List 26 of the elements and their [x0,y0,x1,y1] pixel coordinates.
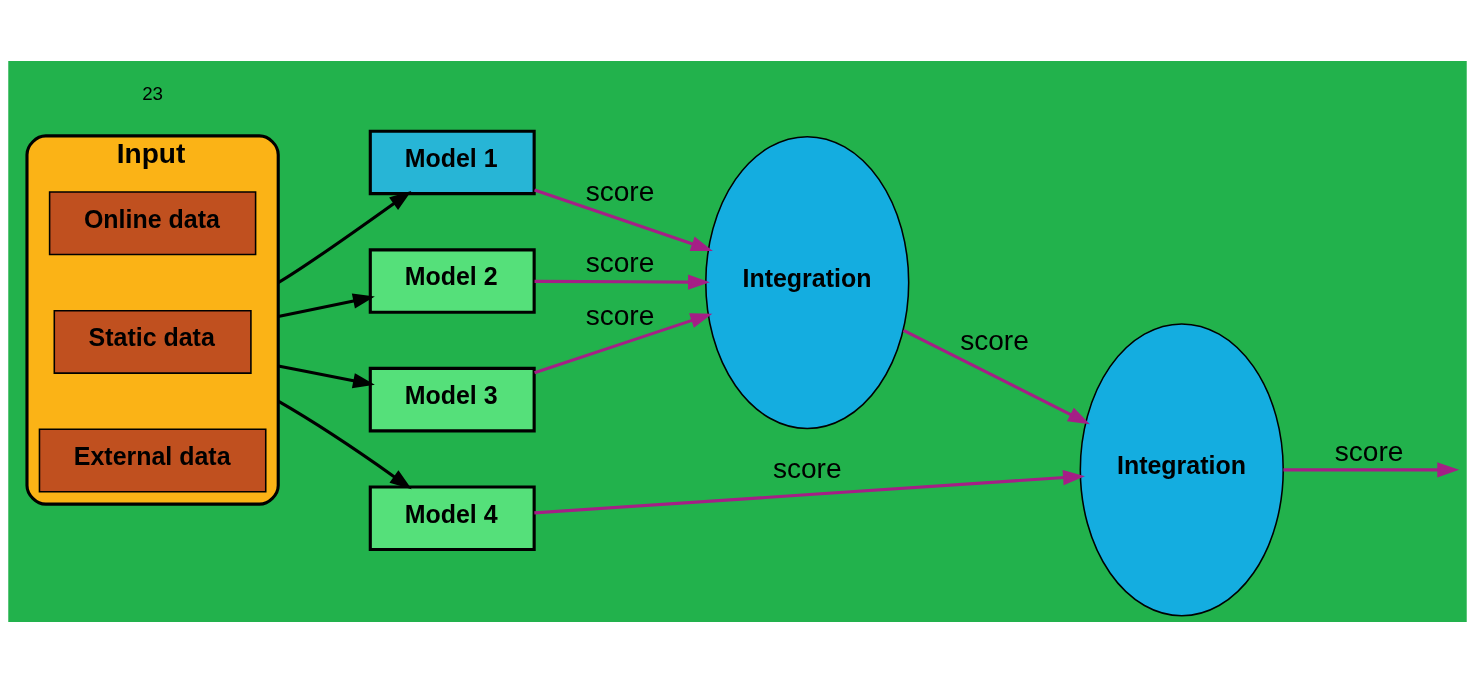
node-box: Online data [48,190,257,255]
edge-label: score [1334,435,1404,467]
arrow [534,188,713,251]
node-ellipse: Integration [1079,322,1284,617]
node-box: Model 4 [368,484,536,551]
arrow [534,469,1085,514]
arrow [277,293,375,318]
edge-label: score [585,175,655,207]
node-box: Model 1 [368,129,536,195]
node-ellipse: Integration [705,135,910,429]
edge-label: score [960,324,1029,356]
label: 23 [142,82,164,104]
edge-label: score [585,299,655,331]
edge-label: score [585,246,655,278]
node-box: External data [38,428,267,492]
arrow [902,328,1090,424]
arrow [1283,461,1460,477]
node-box: Model 3 [368,366,536,432]
arrow [534,273,710,290]
arrow [277,399,412,489]
arrow [277,364,375,388]
arrow [534,312,713,374]
node-box: Static data [53,309,252,374]
node-box: Model 2 [368,247,536,314]
edge-label: score [772,452,842,484]
arrow [277,190,412,284]
